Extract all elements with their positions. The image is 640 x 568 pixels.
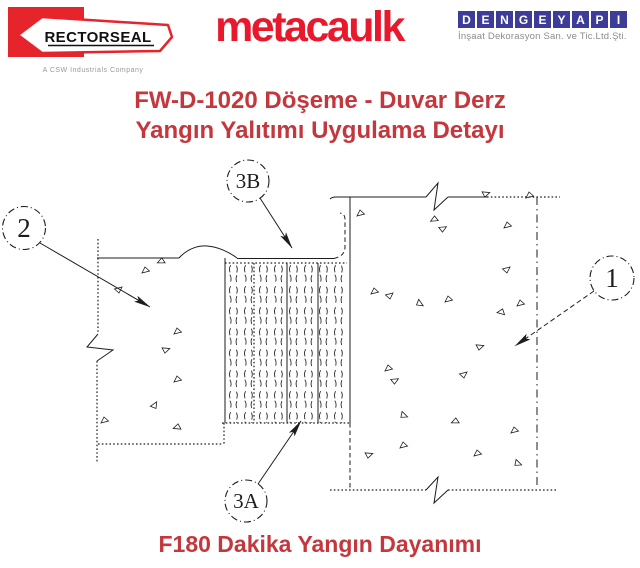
callout-2-leader xyxy=(39,242,151,308)
callout-3A: 3A xyxy=(224,420,302,523)
callout-1-label: 1 xyxy=(605,263,619,293)
callout-3A-label: 3A xyxy=(233,489,260,513)
metacaulk-wordmark: metacaulk xyxy=(215,2,405,51)
dengeyapi-letter: E xyxy=(477,11,494,28)
dengeyapi-logo: D E N G E Y A P I İnşaat Dekorasyon San.… xyxy=(458,11,630,42)
break-line xyxy=(86,333,115,362)
dengeyapi-letter: G xyxy=(515,11,532,28)
dengeyapi-letter: E xyxy=(534,11,551,28)
callout-3B-leader xyxy=(259,197,293,249)
callout-2-label: 2 xyxy=(17,213,31,243)
dengeyapi-letter: A xyxy=(572,11,589,28)
break-line xyxy=(425,181,449,212)
break-line xyxy=(425,475,449,505)
dengeyapi-letter-row: D E N G E Y A P I xyxy=(458,11,630,28)
sealant-wall-return xyxy=(333,212,346,259)
dengeyapi-letter: N xyxy=(496,11,513,28)
fire-rating-text: F180 Dakika Yangın Dayanımı xyxy=(158,531,482,557)
dengeyapi-letter: I xyxy=(610,11,627,28)
callout-2: 2 xyxy=(1,205,151,308)
floor-slab xyxy=(86,239,238,462)
callout-3B: 3B xyxy=(226,159,293,249)
callout-1-leader xyxy=(514,290,595,347)
wall xyxy=(329,181,560,505)
rectorseal-wordmark: RECTORSEAL xyxy=(44,29,151,46)
metacaulk-logo: metacaulk xyxy=(200,1,418,53)
dengeyapi-letter: Y xyxy=(553,11,570,28)
rectorseal-banner xyxy=(16,15,174,55)
callout-3A-leader xyxy=(257,420,302,485)
construction-detail-drawing: 2 3B 3A 1 xyxy=(1,159,635,523)
page-title: FW-D-1020 Döşeme - Duvar Derz Yangın Yal… xyxy=(0,86,640,146)
mineral-wool-fill xyxy=(222,212,350,424)
callout-1: 1 xyxy=(514,255,635,347)
rectorseal-logo-mark: RECTORSEAL xyxy=(8,7,174,57)
callout-3B-label: 3B xyxy=(236,169,261,193)
dengeyapi-subtitle: İnşaat Dekorasyon San. ve Tic.Ltd.Şti. xyxy=(458,31,627,42)
rectorseal-logo: RECTORSEAL A CSW Industrials Company xyxy=(8,5,178,74)
dengeyapi-letter: D xyxy=(458,11,475,28)
dengeyapi-letter: P xyxy=(591,11,608,28)
page-title-line2: Yangın Yalıtımı Uygulama Detayı xyxy=(135,117,505,144)
rectorseal-tagline: A CSW Industrials Company xyxy=(42,67,144,74)
page-title-line1: FW-D-1020 Döşeme - Duvar Derz xyxy=(134,87,506,114)
sealant-bead xyxy=(178,245,238,259)
